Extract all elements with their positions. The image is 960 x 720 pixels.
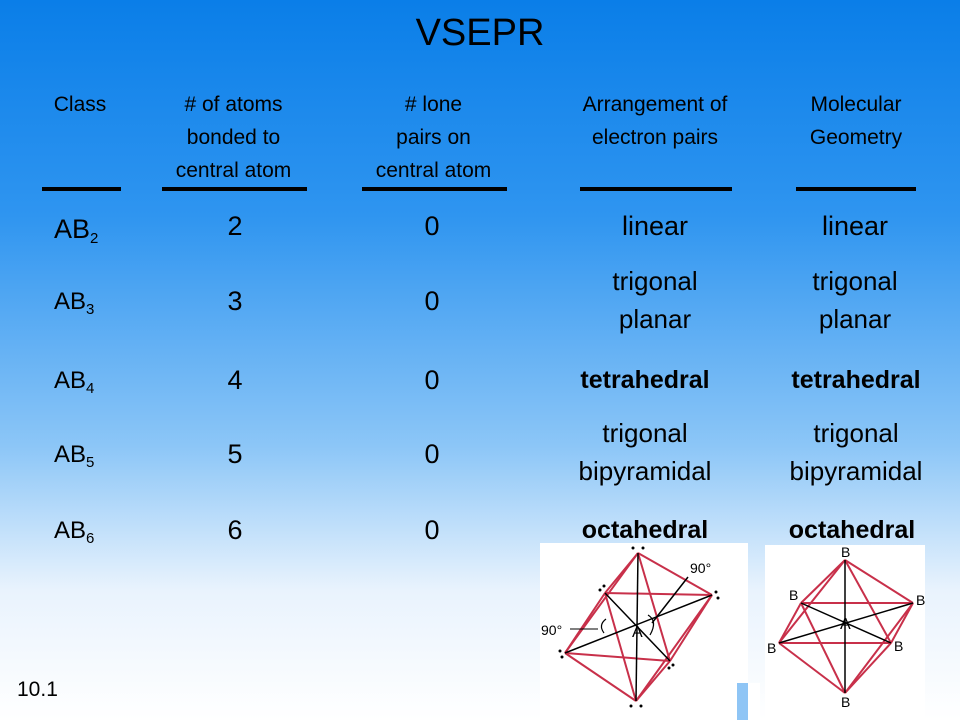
header-class: Class xyxy=(20,88,140,121)
arrangement-cell: octahedral xyxy=(581,516,709,544)
outer-atom-label: B xyxy=(841,694,850,710)
outer-atom-label: B xyxy=(894,638,903,654)
slide-title: VSEPR xyxy=(415,12,545,54)
bonded-count: 2 xyxy=(227,211,243,241)
angle-label-top: 90° xyxy=(690,560,711,576)
lone-pair-count: 0 xyxy=(424,365,440,395)
header-lone-line-1: # lone xyxy=(404,93,463,116)
class-cell: AB3 xyxy=(54,288,95,318)
header-bonded-line-1: # of atoms xyxy=(184,93,283,116)
slide-number: 10.1 xyxy=(17,678,58,701)
bonded-count: 5 xyxy=(227,439,243,469)
header-rule-class xyxy=(42,187,121,191)
central-atom-label: A xyxy=(840,616,851,633)
outer-atom-label: B xyxy=(767,640,776,656)
geometry-cell: octahedral xyxy=(788,516,916,544)
lone-pair-count: 0 xyxy=(424,286,440,316)
header-arrangement-line-2: Arrangement of xyxy=(582,93,728,116)
header-rule-bonded xyxy=(162,187,307,191)
electron-octahedron-diagram: 90° 90° A xyxy=(541,546,720,708)
class-cell: AB6 xyxy=(54,517,95,547)
molecular-octahedron-figure: B B B B B B A xyxy=(765,545,925,720)
figure-frame-strip xyxy=(748,683,760,720)
bonded-count: 6 xyxy=(227,515,243,545)
class-cell: AB2 xyxy=(54,214,99,247)
lone-pair-count: 0 xyxy=(424,439,440,469)
header-rule-geometry xyxy=(796,187,916,191)
class-cell: AB4 xyxy=(54,367,95,397)
header-lone-line-3: central atom xyxy=(375,159,492,182)
central-atom-label: A xyxy=(632,624,643,641)
figure-frame-gap xyxy=(737,683,748,720)
bonded-count: 3 xyxy=(227,286,243,316)
header-arrangement: Arrangement of electron pairs xyxy=(545,88,765,154)
header-rule-lone xyxy=(362,187,507,191)
header-bonded-line-2: bonded to xyxy=(186,126,281,149)
bonded-count: 4 xyxy=(227,365,243,395)
molecular-octahedron-diagram: B B B B B B A xyxy=(767,545,925,710)
header-bonded-line-3: central atom xyxy=(175,159,292,182)
outer-atom-label: B xyxy=(789,587,798,603)
header-geometry-line-3: Geometry xyxy=(809,126,903,149)
arrangement-cell: linear xyxy=(621,211,689,241)
header-bonded-atoms: # of atoms bonded to central atom xyxy=(140,88,327,187)
header-rule-arrangement xyxy=(580,187,732,191)
class-cell: AB5 xyxy=(54,441,95,471)
lone-pair-count: 0 xyxy=(424,515,440,545)
header-lone-line-2: pairs on xyxy=(396,126,471,149)
header-arrangement-line-3: electron pairs xyxy=(591,126,719,149)
header-lone-pairs: # lone pairs on central atom xyxy=(340,88,527,187)
outer-atom-label: B xyxy=(841,545,850,560)
angle-label-left: 90° xyxy=(541,622,562,638)
electron-octahedron-figure: 90° 90° A xyxy=(540,543,748,720)
outer-atom-label: B xyxy=(916,592,925,608)
lone-pair-count: 0 xyxy=(424,211,440,241)
header-geometry: Molecular Geometry xyxy=(770,88,942,154)
geometry-cell: tetrahedral xyxy=(791,366,921,394)
geometry-cell: linear xyxy=(821,211,889,241)
header-geometry-line-2: Molecular xyxy=(810,93,902,116)
header-class-line-3: Class xyxy=(53,93,107,116)
arrangement-cell: tetrahedral xyxy=(580,366,710,394)
